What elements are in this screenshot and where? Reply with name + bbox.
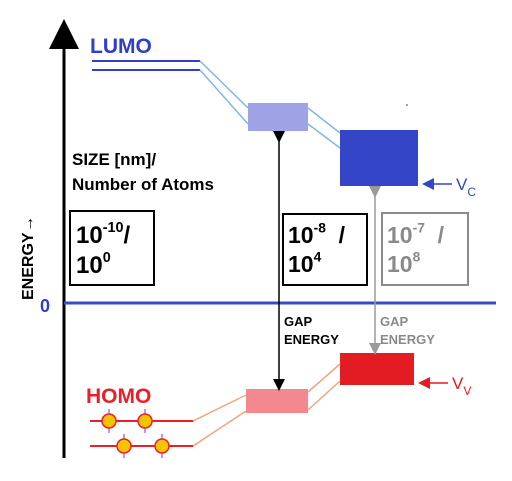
electron-pair-lower-1 bbox=[116, 434, 132, 458]
electron-pair-upper-2 bbox=[137, 409, 153, 433]
lumo-connector-3 bbox=[307, 107, 341, 134]
homo-connector-2 bbox=[192, 410, 247, 447]
gap-label-2-line1: GAP bbox=[380, 314, 409, 329]
lumo-connector-2 bbox=[199, 69, 249, 125]
homo-label: HOMO bbox=[86, 385, 151, 408]
lumo-label: LUMO bbox=[90, 35, 152, 58]
size-box-1 bbox=[69, 210, 155, 286]
gap-label-2-line2: ENERGY bbox=[380, 332, 435, 347]
dot-marker bbox=[406, 104, 408, 106]
homo-block-large bbox=[340, 353, 414, 385]
lumo-block-large bbox=[340, 130, 418, 186]
size-title-line1: SIZE [nm]/ bbox=[72, 150, 156, 169]
energy-axis-label-group: ENERGY → bbox=[20, 216, 37, 300]
size-box-3 bbox=[381, 212, 469, 286]
vv-label: VV bbox=[452, 374, 471, 398]
gap-label-1-line2: ENERGY bbox=[284, 332, 339, 347]
homo-connector-1 bbox=[192, 394, 247, 422]
homo-block-small bbox=[246, 389, 308, 413]
energy-axis-arrow: → bbox=[20, 216, 37, 232]
size-title-line2: Number of Atoms bbox=[72, 175, 214, 194]
zero-label: 0 bbox=[40, 296, 50, 316]
size-box-1-text: 10-10/ 100 bbox=[76, 220, 131, 279]
homo-connector-4 bbox=[307, 380, 341, 411]
lumo-connector-4 bbox=[307, 123, 341, 149]
energy-axis-label: ENERGY bbox=[20, 232, 37, 300]
vc-label: VC bbox=[456, 175, 476, 199]
lumo-block-small bbox=[248, 103, 308, 131]
electron-pair-upper-1 bbox=[101, 409, 117, 433]
gap-label-1-line1: GAP bbox=[284, 314, 313, 329]
size-box-2-text: 10-8 / 104 bbox=[288, 220, 346, 277]
lumo-connector-1 bbox=[199, 60, 249, 109]
size-box-3-text: 10-7 / 108 bbox=[387, 220, 445, 277]
electron-pair-lower-2 bbox=[154, 434, 170, 458]
homo-connector-3 bbox=[307, 363, 341, 393]
size-box-2 bbox=[282, 213, 368, 286]
